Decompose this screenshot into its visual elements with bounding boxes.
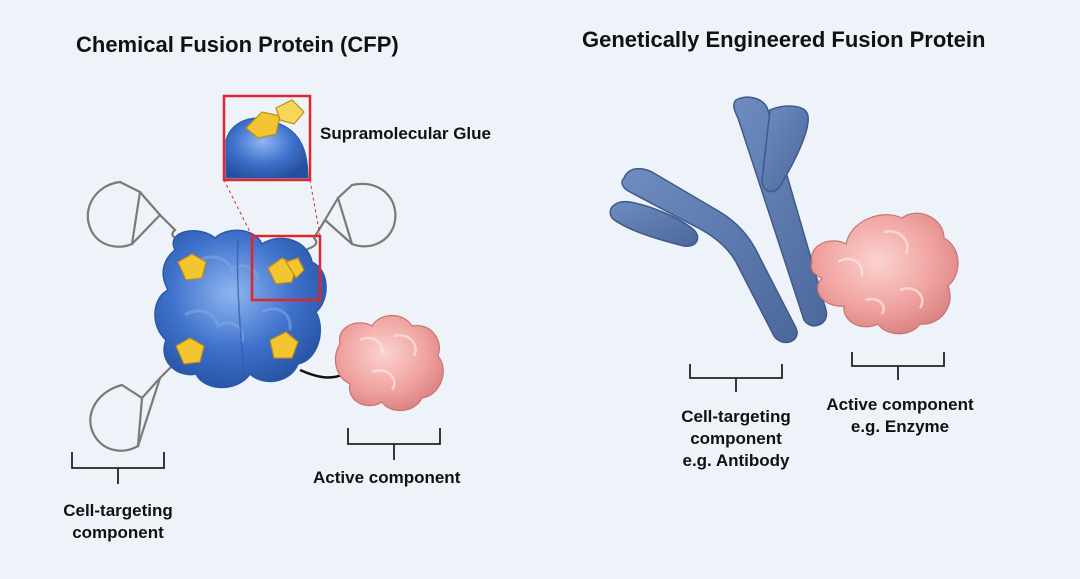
cfp-active-label: Active component (313, 468, 461, 487)
cfp-protein-core (154, 229, 327, 389)
cfp-active-bracket (347, 428, 441, 460)
gefp-targeting-label: Cell-targeting component e.g. Antibody (681, 407, 791, 470)
zoom-connector-left (223, 179, 253, 237)
zoom-connector-right (309, 179, 321, 237)
glue-label: Supramolecular Glue (320, 124, 491, 143)
glue-highlight-box (250, 234, 322, 302)
cfp-targeting-label: Cell-targeting component (63, 501, 173, 542)
gefp-title: Genetically Engineered Fusion Protein (582, 27, 986, 52)
antibody (609, 96, 828, 344)
gefp-active-bracket (851, 352, 945, 380)
gefp-targeting-bracket (689, 364, 783, 392)
gefp-active-label: Active component e.g. Enzyme (826, 395, 974, 436)
cfp-title: Chemical Fusion Protein (CFP) (76, 32, 399, 57)
cfp-targeting-bracket (71, 452, 165, 484)
gefp-enzyme (810, 212, 959, 335)
cfp-enzyme (334, 314, 444, 412)
glue-zoom-inset (222, 94, 312, 182)
cfp-glue-molecules (175, 253, 305, 365)
